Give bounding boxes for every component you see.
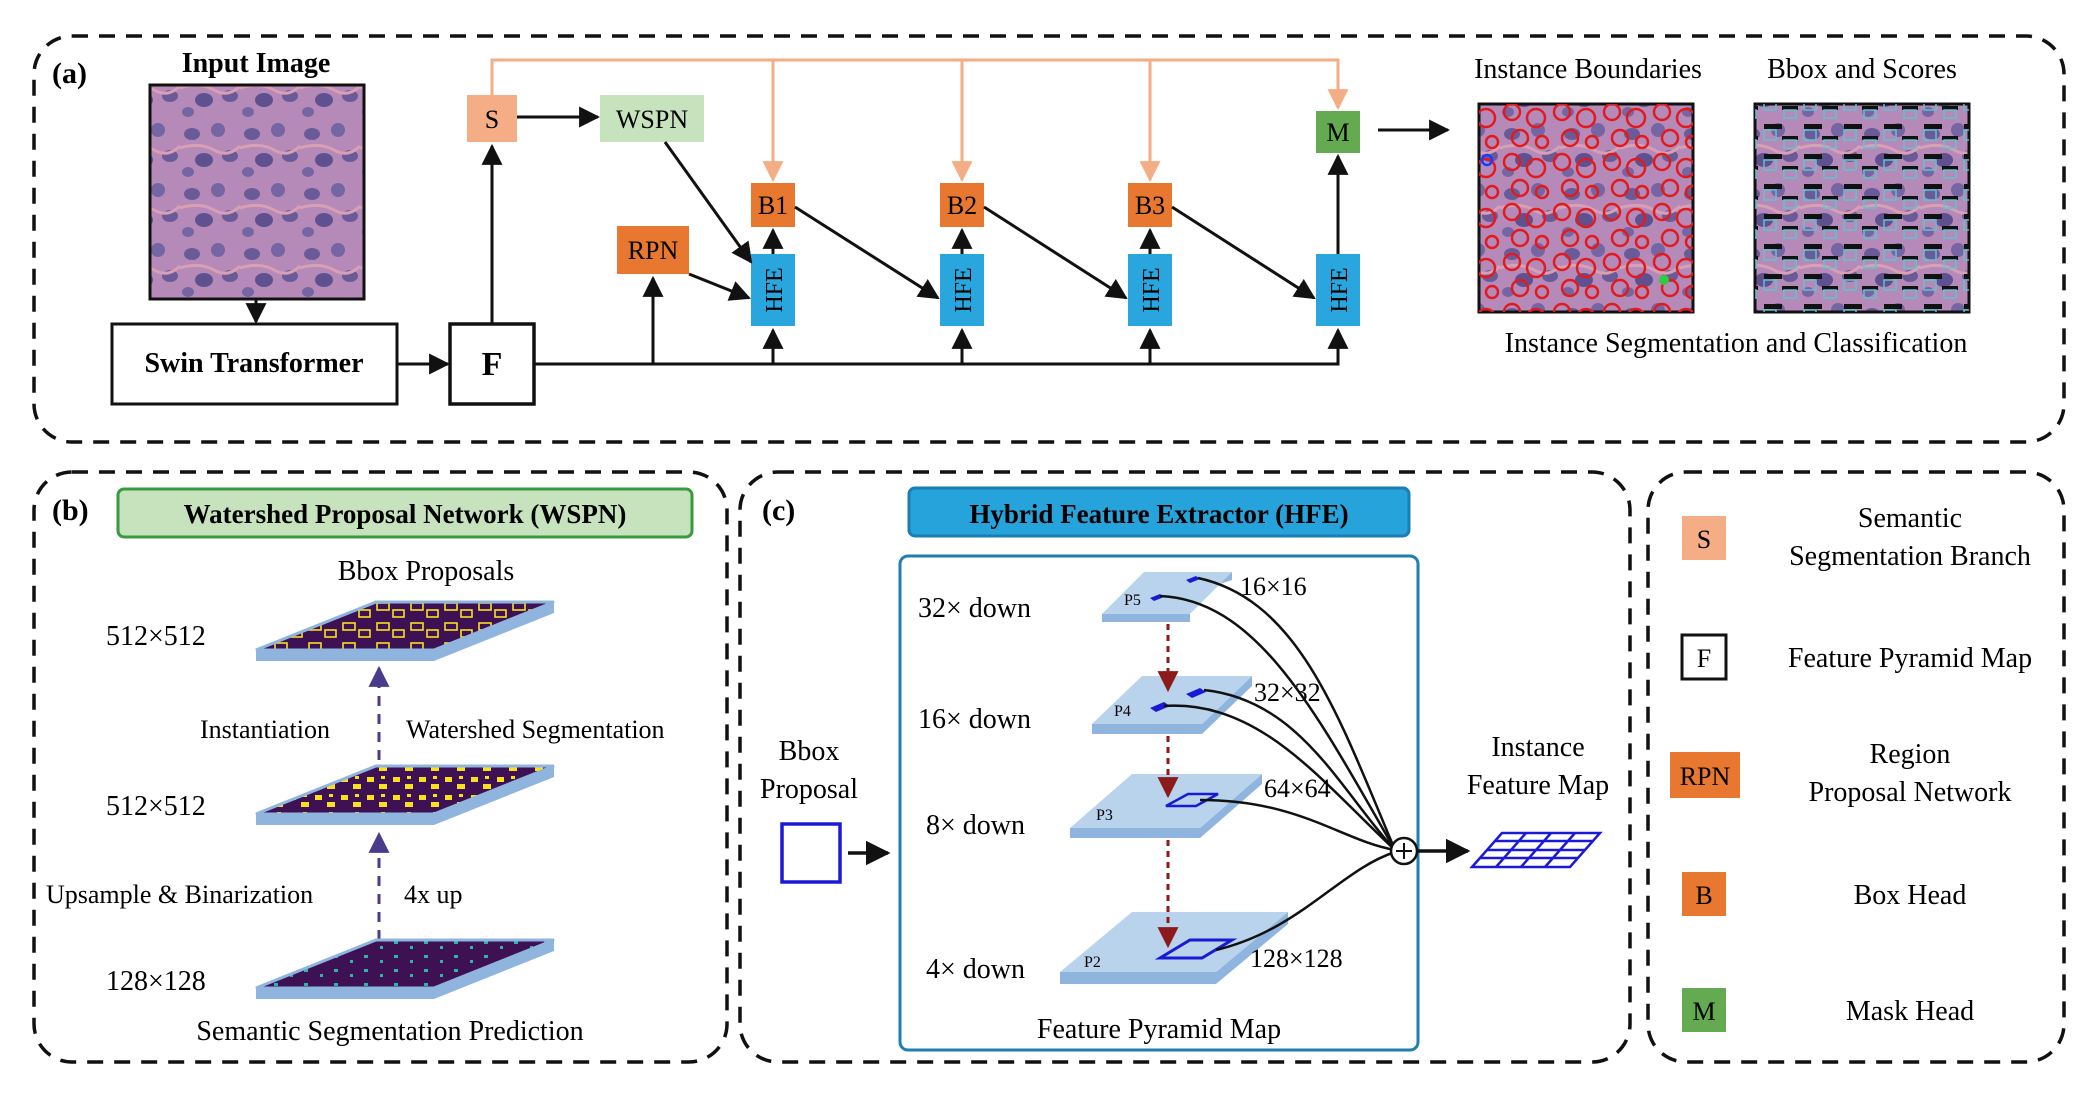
legend-f-text: Feature Pyramid Map (1788, 643, 2032, 674)
b2-label: B2 (947, 191, 977, 220)
bbox-scores-image (1753, 102, 1971, 314)
hfe-block-4 (1316, 254, 1360, 326)
panel-a-border (32, 34, 2066, 444)
size-mid-label: 512×512 (106, 791, 206, 822)
m-label: M (1326, 118, 1349, 147)
bbox-proposal-square (780, 822, 842, 884)
p3-label: P3 (1096, 807, 1113, 824)
legend-border (1646, 470, 2066, 1064)
legend-f-key-label: F (1697, 644, 1711, 673)
b2-box (940, 183, 984, 227)
panel-b-tag: (b) (52, 494, 89, 527)
hfe-label-4: HFE (1327, 267, 1353, 312)
legend-f-key (1680, 633, 1728, 681)
down8-label: 8× down (926, 810, 1025, 841)
b3-label: B3 (1135, 191, 1165, 220)
wspn-title-box (116, 487, 694, 539)
legend-b-key (1682, 872, 1726, 916)
hfe-title: Hybrid Feature Extractor (HFE) (969, 499, 1348, 529)
size-bottom-label: 128×128 (106, 966, 206, 997)
legend-rpn-key-label: RPN (1680, 762, 1731, 791)
rpn-label: RPN (628, 236, 679, 265)
instance-feature-label-1: Instance (1491, 732, 1584, 763)
hfe-block-3 (1128, 254, 1172, 326)
legend-rpn-key (1670, 752, 1740, 798)
rpn-box (617, 226, 689, 274)
legend-s-text-1: Semantic (1858, 503, 1962, 534)
down16-label: 16× down (918, 704, 1031, 735)
p5-label: P5 (1124, 592, 1141, 609)
bbox-proposals-label: Bbox Proposals (338, 556, 515, 587)
b3-box (1128, 183, 1172, 227)
swin-transformer-label: Swin Transformer (144, 348, 363, 379)
bbox-scores-label: Bbox and Scores (1767, 54, 1957, 85)
s32-label: 32×32 (1254, 678, 1321, 707)
legend-s-text-2: Segmentation Branch (1789, 541, 2031, 572)
p4-label: P4 (1114, 703, 1131, 720)
b1-label: B1 (758, 191, 788, 220)
instance-boundaries-label: Instance Boundaries (1474, 54, 1702, 85)
panel-a-tag: (a) (52, 57, 87, 90)
hfe-label-2: HFE (951, 267, 977, 312)
bbox-proposal-plane (255, 600, 555, 661)
pyramid-level-p3 (1070, 774, 1262, 838)
legend-s-key-label: S (1697, 525, 1711, 554)
panel-c-border (738, 470, 1632, 1064)
legend-b-key-label: B (1695, 881, 1712, 910)
panel-c-tag: (c) (762, 494, 795, 527)
up4x-label: 4x up (404, 880, 463, 909)
semantic-plane (255, 938, 555, 999)
panel-b-border (32, 470, 729, 1064)
p2-label: P2 (1084, 954, 1101, 971)
legend-m-key (1682, 988, 1726, 1032)
hfe-block-2 (940, 254, 984, 326)
down32-label: 32× down (918, 593, 1031, 624)
legend-s-key (1682, 516, 1726, 560)
binarized-plane (255, 764, 555, 825)
hfe-label-3: HFE (1139, 267, 1165, 312)
hfe-block-1 (751, 254, 795, 326)
b1-box (751, 183, 795, 227)
legend-rpn-text-2: Proposal Network (1809, 777, 2012, 808)
wspn-label: WSPN (616, 105, 688, 134)
pyramid-level-p4 (1092, 676, 1252, 734)
legend-rpn-text-1: Region (1870, 739, 1951, 770)
fpm-label: Feature Pyramid Map (1037, 1014, 1281, 1045)
instance-boundaries-image (1477, 102, 1695, 314)
bbox-proposal-label-2: Proposal (760, 774, 858, 805)
semantic-pred-label: Semantic Segmentation Prediction (196, 1016, 583, 1047)
hfe-label-1: HFE (762, 267, 788, 312)
instantiation-label: Instantiation (200, 715, 330, 744)
down4-label: 4× down (926, 954, 1025, 985)
legend-m-key-label: M (1692, 997, 1715, 1026)
input-image-label: Input Image (182, 48, 331, 79)
input-image (148, 83, 366, 301)
m-box (1316, 111, 1360, 153)
s-box (467, 95, 517, 142)
s-label: S (485, 105, 499, 134)
size-top-label: 512×512 (106, 621, 206, 652)
watershed-label: Watershed Segmentation (406, 715, 665, 744)
legend-m-text: Mask Head (1846, 996, 1974, 1027)
s64-label: 64×64 (1264, 774, 1331, 803)
swin-transformer-box (110, 322, 399, 406)
f-label: F (482, 346, 503, 383)
s16-label: 16×16 (1240, 572, 1307, 601)
s128-label: 128×128 (1250, 944, 1343, 973)
wspn-box (600, 95, 704, 142)
instance-feature-grid (1469, 831, 1603, 869)
hfe-title-box (907, 486, 1411, 538)
legend-b-text: Box Head (1854, 880, 1967, 911)
bbox-proposal-label-1: Bbox (779, 736, 840, 767)
upsample-label: Upsample & Binarization (46, 880, 313, 909)
instance-seg-caption: Instance Segmentation and Classification (1505, 328, 1968, 359)
instance-feature-label-2: Feature Map (1467, 770, 1609, 801)
wspn-title: Watershed Proposal Network (WSPN) (184, 499, 627, 529)
